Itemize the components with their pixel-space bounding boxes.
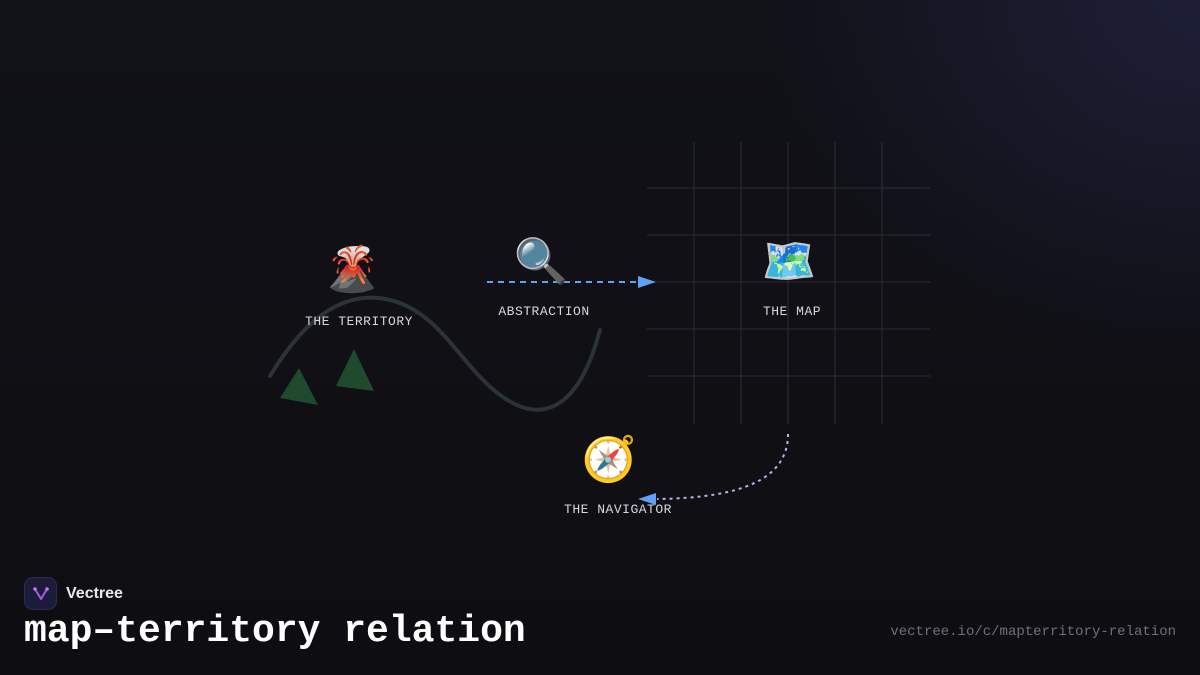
compass-icon: 🧭 bbox=[581, 434, 637, 485]
navigator-arrowhead bbox=[638, 493, 656, 505]
vectree-logo-icon bbox=[24, 577, 57, 610]
brand: Vectree bbox=[24, 577, 123, 610]
brand-name: Vectree bbox=[66, 584, 123, 602]
navigator-arrow-path bbox=[656, 433, 789, 500]
territory-label: THE TERRITORY bbox=[305, 314, 413, 329]
map-label: THE MAP bbox=[762, 304, 822, 319]
abstraction-label: ABSTRACTION bbox=[498, 304, 590, 319]
navigator-label: THE NAVIGATOR bbox=[564, 502, 672, 517]
mountain-triangle-right bbox=[336, 349, 374, 391]
mountain-triangle-left bbox=[280, 368, 318, 405]
abstraction-arrowhead bbox=[638, 276, 656, 288]
page-title: map–territory relation bbox=[24, 610, 526, 653]
volcano-icon: 🌋 bbox=[324, 244, 380, 295]
terrain-curve bbox=[268, 295, 602, 412]
world-map-icon: 🗺️ bbox=[761, 236, 817, 287]
map-grid bbox=[647, 142, 930, 424]
source-url: vectree.io/c/mapterritory-relation bbox=[890, 624, 1176, 640]
magnifying-glass-icon: 🔍 bbox=[513, 236, 569, 287]
